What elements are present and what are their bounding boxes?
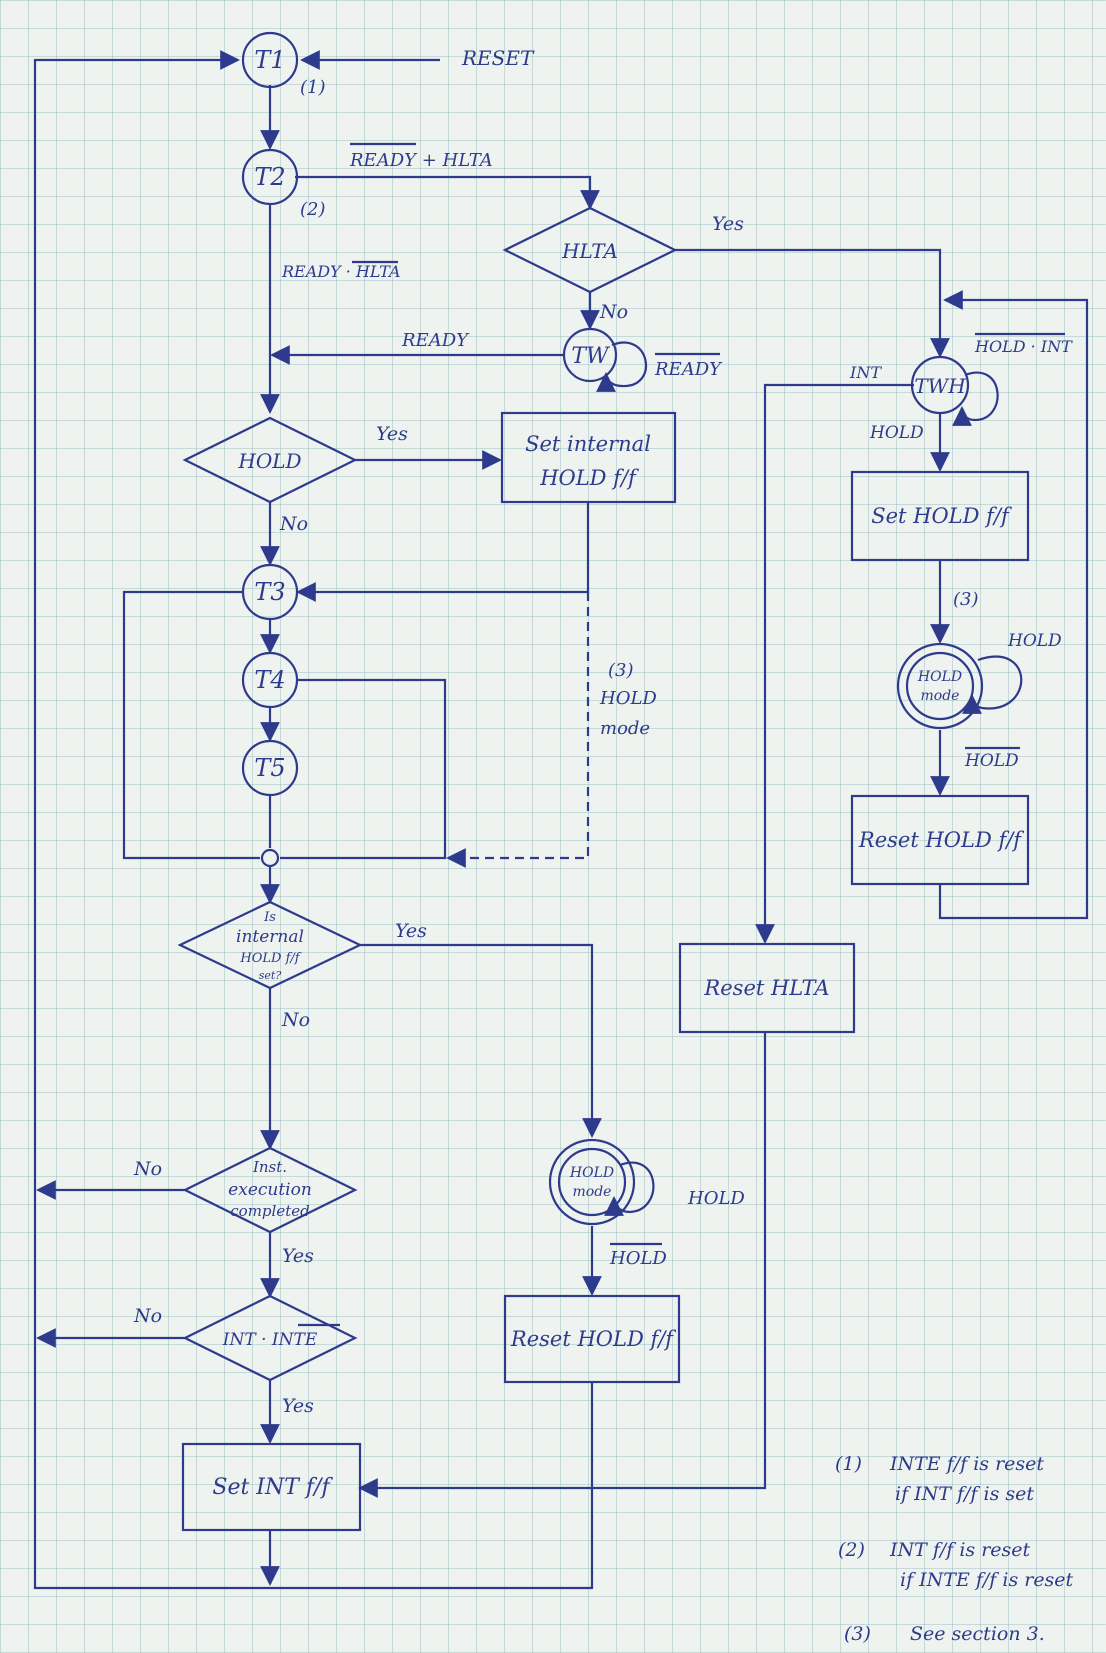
box-set-hold-ff-label: Set HOLD f/f bbox=[871, 504, 1012, 528]
decision-int-label: INT · INTE bbox=[222, 1330, 318, 1350]
hold-mode-state-mid: HOLD mode bbox=[548, 1138, 636, 1226]
label-note3-right: (3) bbox=[953, 589, 979, 610]
label-hold-bar-right: HOLD bbox=[964, 751, 1019, 771]
state-t5: T5 bbox=[241, 739, 299, 797]
box-set-internal-line1: Set internal bbox=[525, 432, 651, 456]
label-ready-hlta-bar: READY · HLTA bbox=[281, 262, 401, 281]
connectors bbox=[33, 50, 1089, 1590]
decision-internal-line2: internal bbox=[236, 927, 304, 947]
label-no-hlta: No bbox=[599, 301, 628, 323]
label-hold-mode-note-1: HOLD bbox=[599, 688, 657, 709]
decision-internal-hold: Is internal HOLD f/f set? bbox=[177, 900, 363, 990]
label-ready-bar-hlta: READY + HLTA bbox=[349, 150, 493, 171]
decision-internal-line1: Is bbox=[263, 910, 276, 925]
state-t2: T2 bbox=[241, 148, 299, 206]
label-note2: (2) bbox=[300, 199, 326, 220]
label-no-internal: No bbox=[281, 1009, 310, 1031]
label-no-hold: No bbox=[279, 513, 308, 535]
state-tw: TW bbox=[562, 327, 618, 383]
footnote-2-line2: if INTE f/f is reset bbox=[900, 1569, 1074, 1591]
decision-inst-line1: Inst. bbox=[252, 1158, 287, 1176]
state-t4: T4 bbox=[241, 651, 299, 709]
state-t5-label: T5 bbox=[254, 754, 285, 782]
box-reset-hold-ff-mid: Reset HOLD f/f bbox=[503, 1294, 681, 1384]
decision-hlta-label: HLTA bbox=[561, 239, 618, 263]
box-reset-hold-right-label: Reset HOLD f/f bbox=[858, 828, 1024, 852]
label-ready: READY bbox=[401, 330, 470, 351]
decision-inst-completed: Inst. execution completed bbox=[182, 1146, 358, 1234]
state-t1-label: T1 bbox=[254, 46, 285, 74]
label-hold-bar-mid: HOLD bbox=[609, 1248, 667, 1269]
box-reset-hold-ff-right: Reset HOLD f/f bbox=[850, 794, 1030, 886]
decision-hold: HOLD bbox=[182, 416, 358, 504]
label-yes-inst: Yes bbox=[282, 1245, 314, 1267]
state-t1: T1 bbox=[241, 31, 299, 89]
box-reset-hold-mid-label: Reset HOLD f/f bbox=[510, 1327, 676, 1351]
label-yes-internal: Yes bbox=[395, 920, 427, 942]
footnote-1-line1: INTE f/f is reset bbox=[889, 1453, 1044, 1475]
state-twh: TWH bbox=[910, 355, 970, 415]
box-set-internal-hold: Set internal HOLD f/f bbox=[500, 411, 677, 504]
footnote-2-num: (2) bbox=[838, 1539, 865, 1561]
decision-internal-line4: set? bbox=[259, 969, 282, 982]
hold-mode-mid-line1: HOLD bbox=[569, 1165, 614, 1181]
box-reset-hlta-label: Reset HLTA bbox=[703, 976, 829, 1000]
label-no-inst: No bbox=[133, 1158, 162, 1180]
label-hold-bar-int-bar: HOLD · INT bbox=[974, 337, 1073, 356]
state-t2-label: T2 bbox=[254, 163, 285, 191]
footnote-1-num: (1) bbox=[835, 1453, 862, 1475]
decision-int-inte: INT · INTE bbox=[182, 1294, 358, 1382]
decision-internal-line3: HOLD f/f bbox=[239, 951, 301, 966]
label-hold-twh: HOLD bbox=[869, 423, 924, 443]
label-hold-loop-mid: HOLD bbox=[687, 1188, 745, 1209]
hold-mode-right-line2: mode bbox=[921, 688, 960, 704]
label-int: INT bbox=[849, 363, 882, 382]
footnote-2-line1: INT f/f is reset bbox=[889, 1539, 1031, 1561]
state-t3-label: T3 bbox=[254, 578, 285, 606]
box-set-int-ff-label: Set INT f/f bbox=[212, 1475, 333, 1500]
box-set-int-ff: Set INT f/f bbox=[181, 1442, 362, 1532]
decision-hold-label: HOLD bbox=[237, 449, 301, 473]
label-hold-loop-right: HOLD bbox=[1007, 631, 1062, 651]
label-hold-mode-note-2: mode bbox=[600, 718, 650, 739]
state-twh-label: TWH bbox=[914, 374, 966, 398]
label-no-int: No bbox=[133, 1305, 162, 1327]
merge-junction bbox=[260, 848, 280, 868]
box-set-hold-ff: Set HOLD f/f bbox=[850, 470, 1030, 562]
label-yes-int: Yes bbox=[282, 1395, 314, 1417]
decision-hlta: HLTA bbox=[502, 206, 678, 294]
label-reset: RESET bbox=[461, 46, 535, 70]
state-t4-label: T4 bbox=[254, 666, 285, 694]
decision-inst-line3: completed bbox=[230, 1202, 309, 1220]
footnotes: (1) INTE f/f is reset if INT f/f is set … bbox=[835, 1453, 1074, 1645]
box-set-internal-line2: HOLD f/f bbox=[539, 466, 639, 490]
edge-labels: RESET (1) (2) READY + HLTA READY · HLTA … bbox=[133, 46, 1073, 1417]
state-tw-label: TW bbox=[571, 344, 611, 369]
footnote-3-line1: See section 3. bbox=[910, 1623, 1045, 1645]
state-t3: T3 bbox=[241, 563, 299, 621]
footnote-1-line2: if INT f/f is set bbox=[895, 1483, 1034, 1505]
hold-mode-right-line1: HOLD bbox=[917, 669, 962, 685]
label-note1: (1) bbox=[300, 77, 326, 98]
decision-inst-line2: execution bbox=[228, 1180, 312, 1200]
hold-mode-state-right: HOLD mode bbox=[896, 642, 984, 730]
label-yes-hlta: Yes bbox=[712, 213, 744, 235]
label-note3-left: (3) bbox=[608, 660, 634, 681]
box-reset-hlta: Reset HLTA bbox=[678, 942, 856, 1034]
label-yes-hold: Yes bbox=[376, 423, 408, 445]
footnote-3-num: (3) bbox=[844, 1623, 871, 1645]
label-ready-bar: READY bbox=[654, 359, 723, 380]
hold-mode-mid-line2: mode bbox=[573, 1184, 612, 1200]
